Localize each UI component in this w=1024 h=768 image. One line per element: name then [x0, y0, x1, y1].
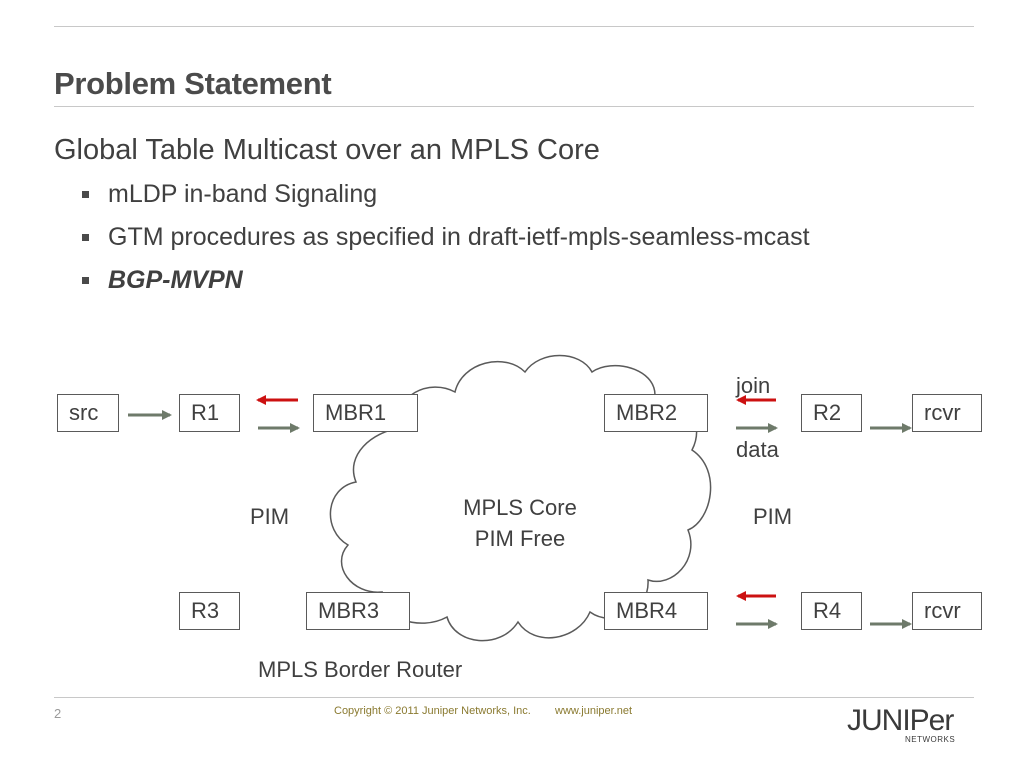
- node-r2: R2: [801, 394, 862, 432]
- pim-left-label: PIM: [250, 504, 290, 529]
- node-mbr3: MBR3: [306, 592, 410, 630]
- bullet-item: GTM procedures as specified in draft-iet…: [80, 221, 810, 264]
- page-number: 2: [54, 706, 62, 721]
- footer-rule: [54, 697, 974, 698]
- border-router-label: MPLS Border Router: [258, 657, 463, 682]
- slide-heading: Global Table Multicast over an MPLS Core: [54, 134, 600, 166]
- node-r1: R1: [179, 394, 240, 432]
- svg-text:NETWORKS: NETWORKS: [905, 735, 955, 744]
- join-label: join: [736, 373, 771, 398]
- node-r4: R4: [801, 592, 862, 630]
- node-rcvr-top: rcvr: [912, 394, 982, 432]
- bullet-item: mLDP in-band Signaling: [80, 178, 810, 221]
- title-underline: [54, 106, 974, 107]
- svg-text:JUNIPer: JUNIPer: [847, 704, 954, 737]
- bullet-square-icon: [82, 191, 89, 198]
- node-mbr2: MBR2: [604, 394, 708, 432]
- bullet-item: BGP-MVPN: [80, 264, 810, 307]
- copyright-text: Copyright © 2011 Juniper Networks, Inc.: [334, 705, 531, 717]
- cloud-label-line1: MPLS Core: [463, 495, 577, 520]
- node-rcvr-bottom: rcvr: [912, 592, 982, 630]
- node-src: src: [57, 394, 119, 432]
- pim-right-label: PIM: [753, 504, 793, 529]
- bullet-square-icon: [82, 234, 89, 241]
- slide-title: Problem Statement: [54, 66, 332, 101]
- cloud-label-line2: PIM Free: [474, 526, 566, 551]
- data-label: data: [736, 437, 779, 462]
- bullet-square-icon: [82, 277, 89, 284]
- website-link[interactable]: www.juniper.net: [555, 705, 633, 717]
- bullet-list: mLDP in-band Signaling GTM procedures as…: [80, 178, 810, 307]
- top-rule: [54, 26, 974, 27]
- juniper-logo-mark: JUNIPer NETWORKS: [847, 704, 955, 744]
- node-mbr4: MBR4: [604, 592, 708, 630]
- juniper-logo: JUNIPer NETWORKS: [845, 702, 970, 749]
- node-mbr1: MBR1: [313, 394, 418, 432]
- node-r3: R3: [179, 592, 240, 630]
